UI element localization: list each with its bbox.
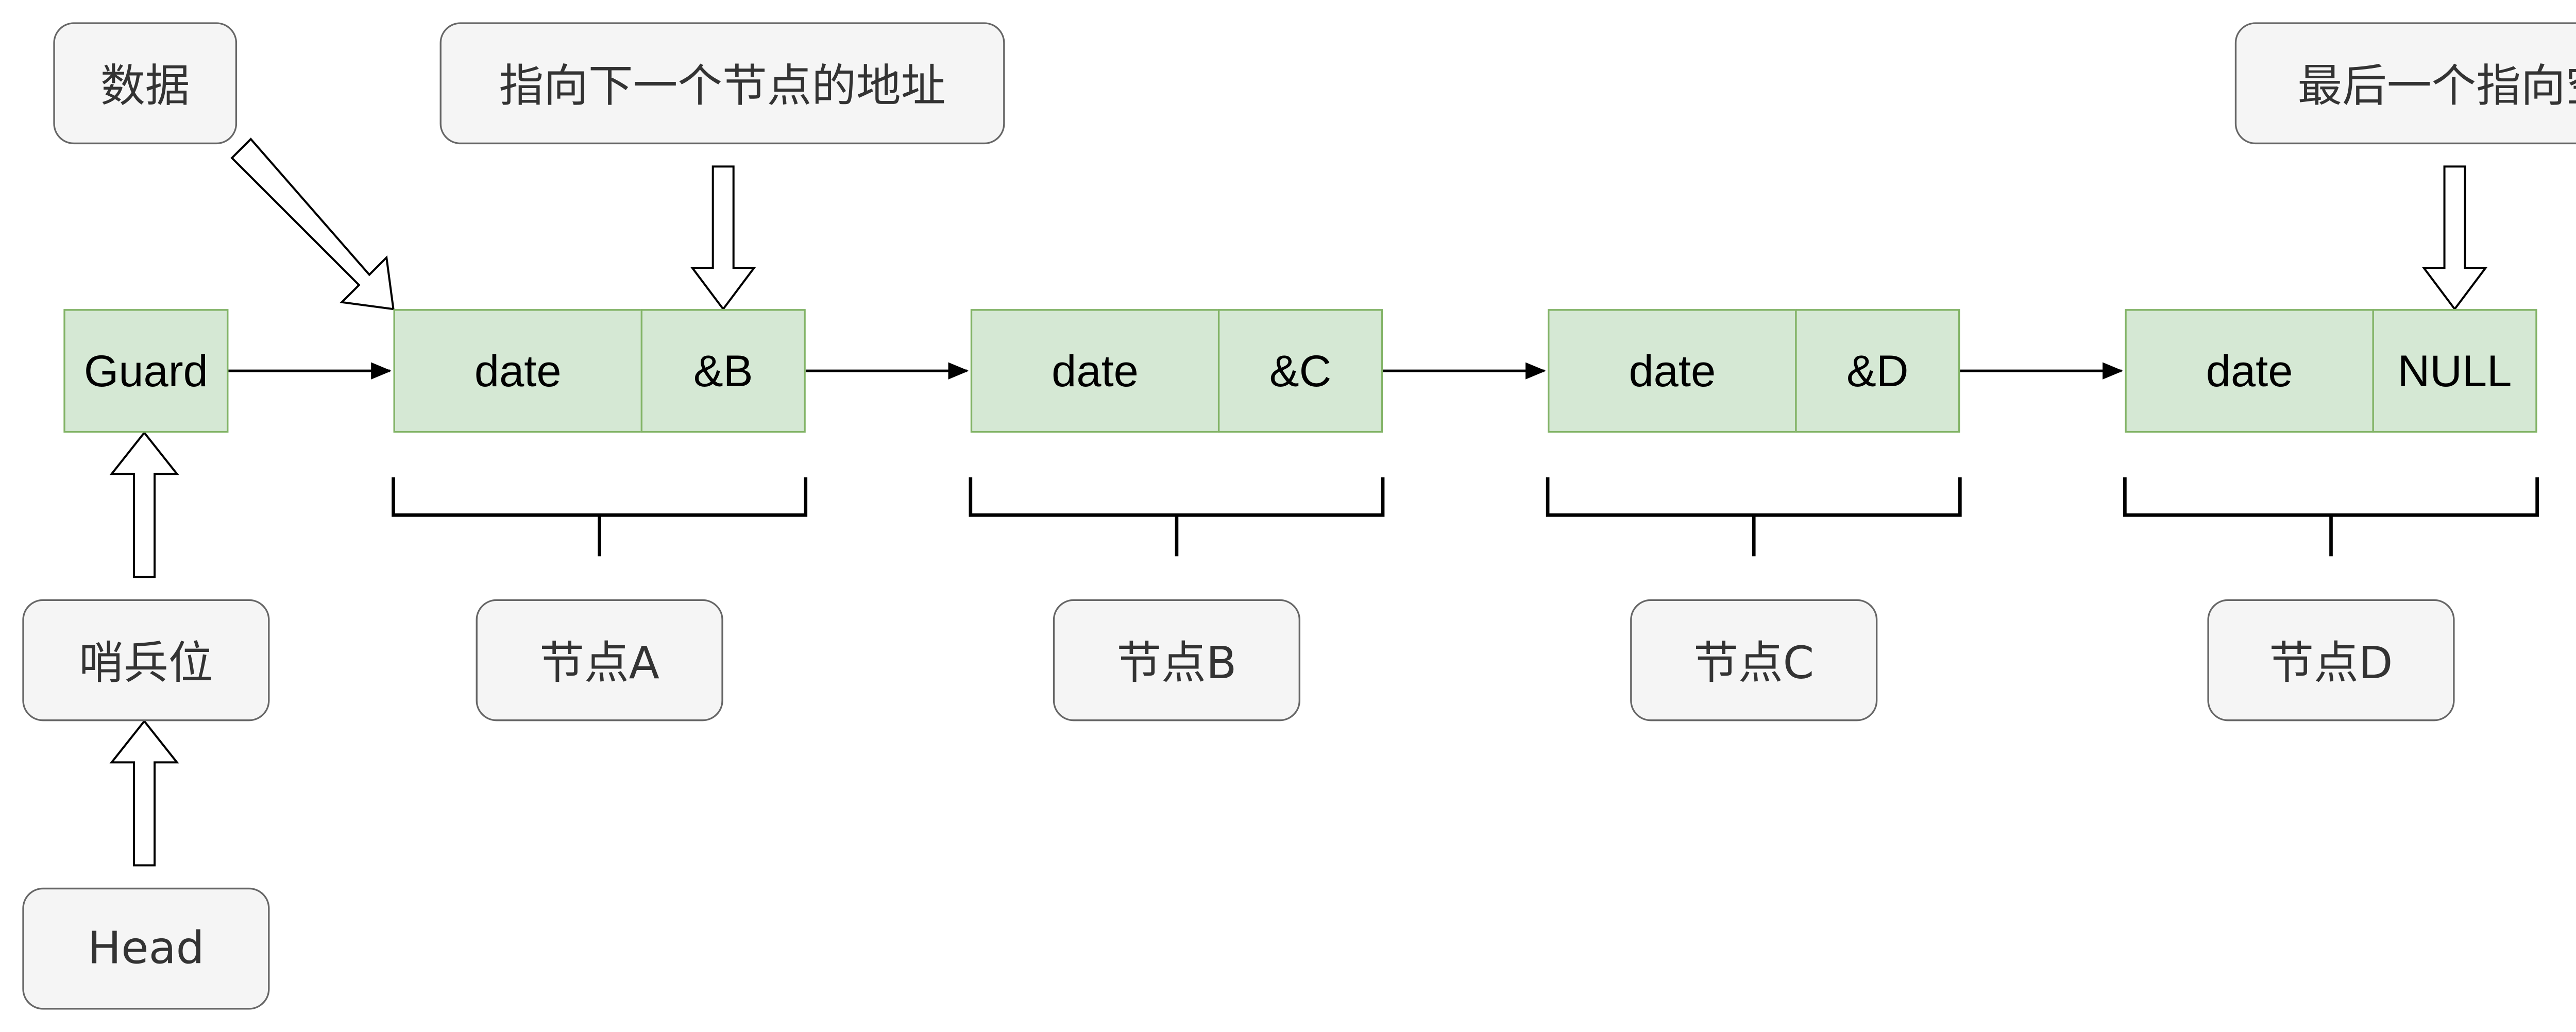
null-callout-arrow bbox=[2421, 165, 2488, 311]
node-c-pointer-cell: &D bbox=[1795, 309, 1960, 433]
node-d-pointer-cell: NULL bbox=[2372, 309, 2537, 433]
node-d-data-cell: date bbox=[2125, 309, 2374, 433]
sentinel-to-guard-arrow bbox=[109, 431, 179, 578]
node-d-brace bbox=[2123, 477, 2539, 557]
node-b-caption: 节点B bbox=[1053, 599, 1300, 721]
node-c-data-cell: date bbox=[1548, 309, 1797, 433]
node-a-brace bbox=[392, 477, 808, 557]
node-d-caption: 节点D bbox=[2207, 599, 2455, 721]
next-address-callout-arrow bbox=[690, 165, 756, 311]
next-address-callout-label: 指向下一个节点的地址 bbox=[439, 22, 1005, 145]
data-callout-arrow bbox=[230, 137, 395, 311]
sentinel-label: 哨兵位 bbox=[22, 599, 270, 721]
node-c-brace bbox=[1546, 477, 1962, 557]
node-b-data-cell: date bbox=[970, 309, 1220, 433]
node-b-pointer-cell: &C bbox=[1217, 309, 1383, 433]
node-a-pointer-cell: &B bbox=[640, 309, 806, 433]
node-c-caption: 节点C bbox=[1630, 599, 1878, 721]
null-callout-label: 最后一个指向空 bbox=[2234, 22, 2576, 145]
node-a-caption: 节点A bbox=[476, 599, 723, 721]
node-a-data-cell: date bbox=[393, 309, 642, 433]
guard-node: Guard bbox=[63, 309, 229, 433]
head-to-sentinel-arrow bbox=[109, 719, 179, 867]
head-label: Head bbox=[22, 887, 270, 1010]
node-b-brace bbox=[969, 477, 1385, 557]
data-callout-label: 数据 bbox=[53, 22, 238, 145]
